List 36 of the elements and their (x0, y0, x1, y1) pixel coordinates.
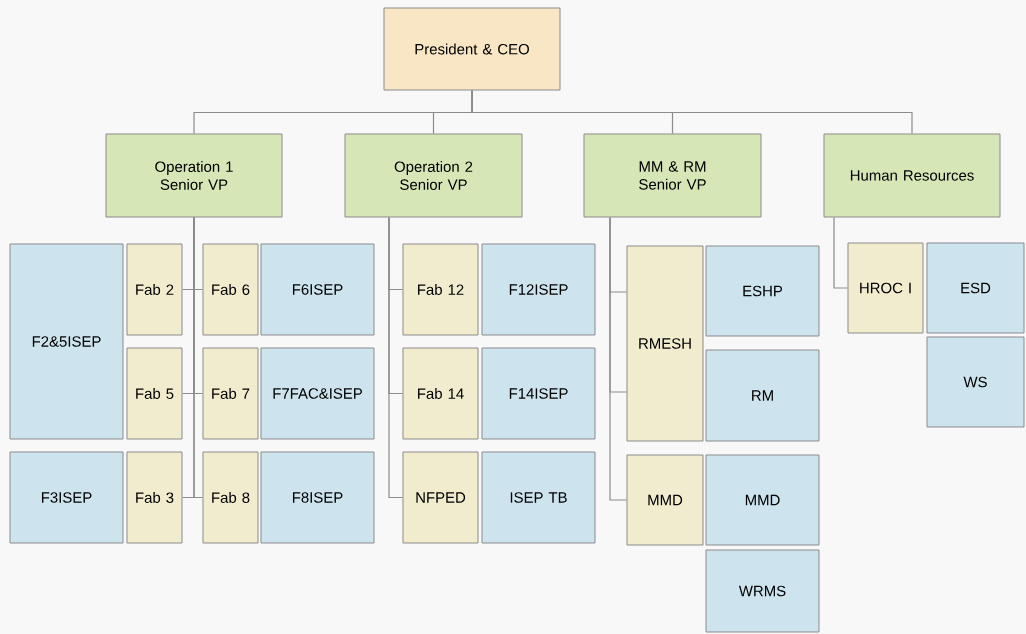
org-box: F2&5ISEP (9, 243, 124, 440)
org-box: WS (926, 336, 1025, 428)
org-box: MMD (626, 454, 704, 546)
org-box: Fab 2 (126, 243, 183, 336)
org-box: Fab 8 (202, 451, 259, 544)
org-box: Fab 14 (402, 347, 479, 440)
org-box: F3ISEP (9, 451, 124, 544)
org-box: ISEP TB (481, 451, 596, 544)
connector-line (471, 89, 913, 135)
org-box: Fab 5 (126, 347, 183, 440)
org-box: MM & RM Senior VP (583, 133, 762, 218)
org-box: WRMS (705, 549, 820, 633)
org-box: RMESH (626, 245, 704, 442)
org-box: F8ISEP (260, 451, 375, 544)
org-box: Fab 6 (202, 243, 259, 336)
org-box: Fab 12 (402, 243, 479, 336)
org-box: F7FAC&ISEP (260, 347, 375, 440)
connector-line (388, 216, 404, 499)
org-box: F6ISEP (260, 243, 375, 336)
org-box: F14ISEP (481, 347, 596, 440)
org-box: Fab 7 (202, 347, 259, 440)
connector-line (833, 216, 849, 289)
org-box: Fab 3 (126, 451, 183, 544)
org-box: RM (705, 349, 820, 442)
org-box: Operation 2 Senior VP (344, 133, 523, 218)
connector-line (609, 216, 628, 501)
org-box: Human Resources (823, 133, 1001, 218)
org-box: ESD (926, 242, 1025, 334)
org-box: F12ISEP (481, 243, 596, 336)
org-box: ESHP (705, 245, 820, 337)
org-box: President & CEO (383, 7, 561, 91)
org-box: HROC I (847, 242, 924, 334)
connector-line (193, 216, 204, 499)
org-box: MMD (705, 454, 820, 546)
org-box: NFPED (402, 451, 479, 544)
org-box: Operation 1 Senior VP (105, 133, 283, 218)
